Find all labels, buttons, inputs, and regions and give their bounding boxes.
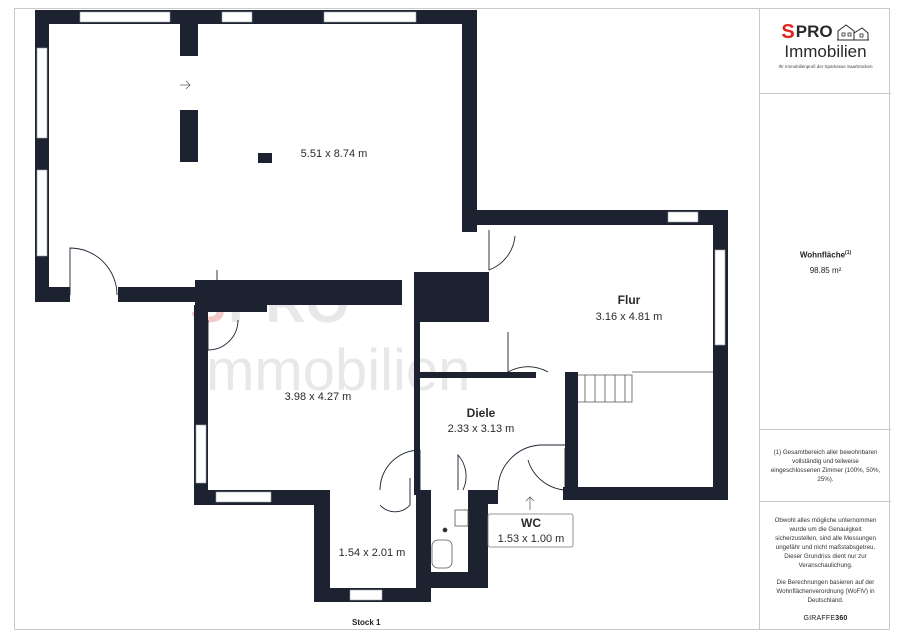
doors [69, 230, 566, 513]
logo: S PRO [760, 22, 891, 42]
room-wc-dims: 1.53 x 1.00 m [498, 533, 565, 545]
windows [36, 11, 726, 601]
watermark-immobilien: Immobilien [190, 338, 470, 403]
brand-a: GIRAFFE [803, 615, 836, 622]
logo-pro: PRO [795, 22, 833, 41]
arrow-right-icon [180, 80, 191, 90]
footnote-section: (1) Gesamtbereich aller bewohnbaren voll… [760, 430, 891, 502]
legal-note: Die Berechnungen basieren auf der Wohnfl… [776, 579, 875, 604]
room-large-dims: 5.51 x 8.74 m [301, 148, 368, 160]
room-left-dims: 3.98 x 4.27 m [285, 391, 352, 403]
brand-b: 360 [835, 615, 848, 622]
area-title: Wohnfläche [799, 250, 846, 260]
stairs [578, 371, 713, 403]
floor-label: Stock 1 [352, 618, 381, 627]
room-flur-dims: 3.16 x 4.81 m [596, 311, 663, 323]
area-sup: (1) [845, 250, 852, 256]
logo-immobilien: Immobilien [784, 42, 867, 61]
house-icon [836, 24, 869, 41]
wc-label-box [487, 513, 574, 548]
footnote: (1) Gesamtbereich aller bewohnbaren voll… [770, 449, 881, 483]
room-diele-dims: 2.33 x 3.13 m [448, 423, 515, 435]
disclaimer: Obwohl alles mögliche unternommen wurde … [774, 517, 877, 569]
area-section: Wohnfläche(1) 98.85 m² [760, 94, 891, 430]
room-wc-name: WC [521, 516, 541, 530]
area-value: 98.85 m² [809, 265, 842, 275]
room-small-dims: 1.54 x 2.01 m [339, 547, 406, 559]
disclaimer-section: Obwohl alles mögliche unternommen wurde … [760, 502, 891, 630]
logo-tagline: Ihr Immobilienprofi der Sparkasse Saarbr… [778, 64, 873, 69]
drawing-frame [14, 8, 890, 630]
room-diele-name: Diele [467, 406, 496, 420]
wc-fixtures [431, 509, 469, 569]
entry-arrows [180, 80, 535, 510]
room-flur-name: Flur [618, 293, 641, 307]
brand-giraffe360: GIRAFFE360 [760, 615, 891, 622]
arrow-up-icon [525, 496, 535, 510]
logo-s: S [781, 21, 795, 43]
sidebar: S PRO Immobilien Ihr Immobilienprofi der… [759, 8, 891, 630]
wc-drain-icon [442, 527, 448, 533]
logo-section: S PRO Immobilien Ihr Immobilienprofi der… [760, 8, 891, 94]
